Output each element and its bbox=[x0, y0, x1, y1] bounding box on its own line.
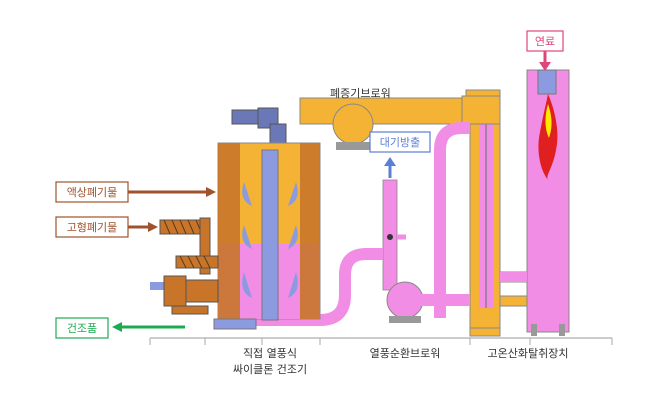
exhaust-label-box bbox=[369, 131, 431, 153]
ground-hatch bbox=[149, 338, 613, 345]
oxidizer-label: 고온산화탈취장치 bbox=[488, 347, 569, 360]
flame-icon bbox=[538, 94, 558, 180]
exhaust-label: 대기방출 bbox=[380, 136, 420, 149]
flame-core-icon bbox=[545, 104, 552, 138]
solid-waste-label: 고형폐기물 bbox=[67, 221, 118, 234]
return-pipe bbox=[255, 248, 383, 326]
dryer-label-line2: 싸이클론 건조기 bbox=[233, 363, 307, 376]
waste-gas-blower bbox=[332, 103, 374, 150]
liquid-waste-label: 액상폐기물 bbox=[67, 186, 118, 199]
riser-pipe bbox=[434, 122, 470, 318]
dryer-label-line1: 직접 열풍식 bbox=[243, 347, 297, 360]
fuel-label: 연료 bbox=[535, 35, 555, 48]
dried-product-box bbox=[55, 317, 109, 339]
oxidizer-tower bbox=[526, 69, 570, 336]
hot-air-blower-label: 열풍순환브로워 bbox=[370, 347, 441, 360]
hot-air-blower bbox=[386, 281, 424, 323]
screw-feeder bbox=[159, 217, 219, 275]
dried-product-label: 건조품 bbox=[67, 322, 97, 335]
heat-exchanger bbox=[469, 95, 501, 337]
lower-feeder bbox=[150, 275, 219, 315]
waste-gas-blower-label: 폐증기브로워 bbox=[330, 87, 391, 100]
cyclone-dryer bbox=[213, 107, 321, 330]
